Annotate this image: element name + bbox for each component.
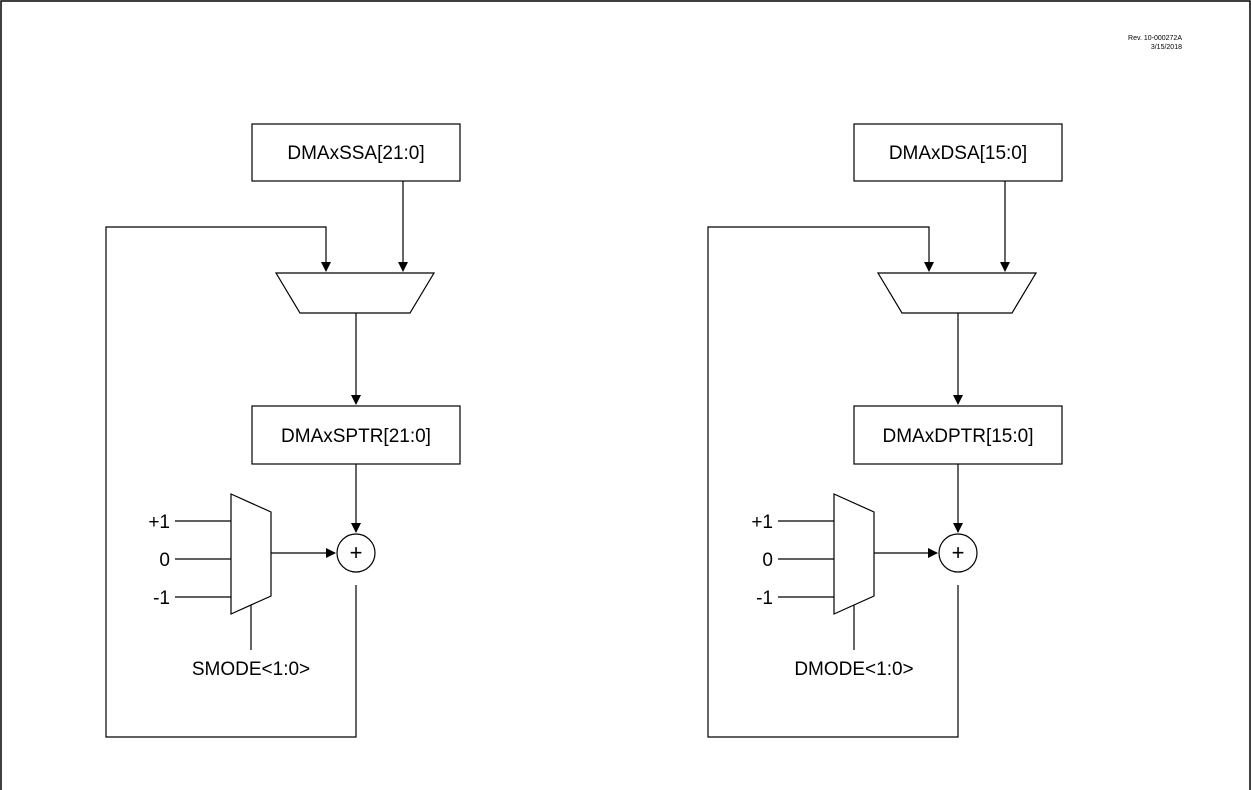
destination-adder-symbol: + <box>952 540 965 565</box>
source-step-mux <box>230 493 272 615</box>
destination-input-zero-label: 0 <box>762 550 773 571</box>
destination-pointer-register-box <box>853 405 1063 465</box>
source-address-register-label: DMAxSSA[21:0] <box>287 143 424 164</box>
source-adder-circle <box>336 533 376 573</box>
source-address-register-box <box>251 123 461 182</box>
destination-address-register-box <box>853 123 1063 182</box>
source-input-minus-one-label: -1 <box>153 588 170 609</box>
destination-input-minus-one-label: -1 <box>756 588 773 609</box>
source-mode-select-label: SMODE<1:0> <box>192 659 310 680</box>
source-select-mux <box>274 272 436 314</box>
source-pointer-register-box <box>251 405 461 465</box>
revision-date: 3/15/2018 <box>1151 44 1182 51</box>
destination-step-mux <box>833 493 875 615</box>
destination-address-register-label: DMAxDSA[15:0] <box>889 143 1027 164</box>
destination-block: DMAxDSA[15:0] DMAxDPTR[15:0] + +1 0 -1 D… <box>707 123 1063 738</box>
destination-pointer-register-label: DMAxDPTR[15:0] <box>883 426 1034 447</box>
source-input-plus-one-label: +1 <box>148 512 170 533</box>
destination-select-mux <box>876 272 1038 314</box>
source-adder-symbol: + <box>350 540 363 565</box>
destination-feedback-loop <box>707 226 959 738</box>
destination-input-plus-one-label: +1 <box>751 512 773 533</box>
destination-adder-circle <box>938 533 978 573</box>
destination-mode-select-label: DMODE<1:0> <box>794 659 913 680</box>
source-input-zero-label: 0 <box>159 550 170 571</box>
revision-number: Rev. 10-000272A <box>1128 35 1182 42</box>
source-pointer-register-label: DMAxSPTR[21:0] <box>281 426 431 447</box>
source-feedback-loop <box>105 226 357 738</box>
source-block: DMAxSSA[21:0] DMAxSPTR[21:0] + +1 0 -1 S… <box>105 123 461 738</box>
